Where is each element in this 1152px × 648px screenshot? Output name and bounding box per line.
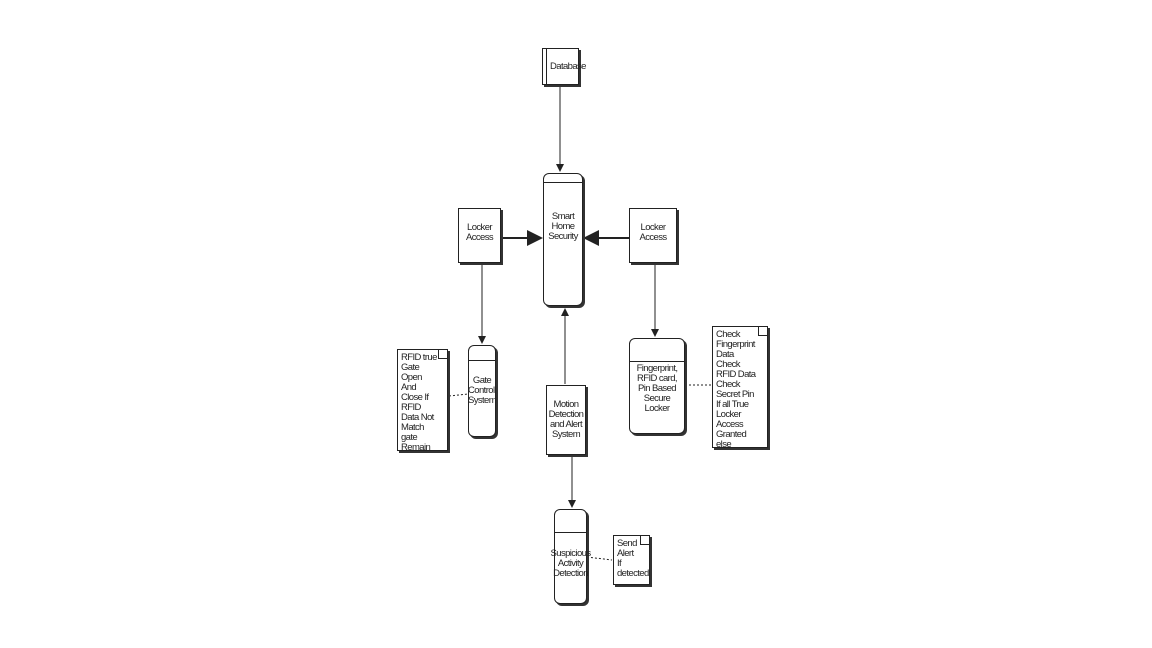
- alert-note: Send Alert If detected: [613, 535, 650, 585]
- suspicious-activity-label: Suspicious Activity Detection: [550, 547, 592, 579]
- motion-detection-label: Motion Detection and Alert System: [548, 399, 584, 440]
- locker-access-left-label: Locker Access: [465, 222, 494, 243]
- smart-home-security-process[interactable]: Smart Home Security: [543, 173, 583, 306]
- database-label: Database: [550, 61, 586, 72]
- locker-access-right-label: Locker Access: [639, 222, 667, 243]
- fingerprint-locker-process[interactable]: Fingerprint, RFID card, Pin Based Secure…: [629, 338, 685, 434]
- locker-note: Check Fingerprint Data Check RFID Data C…: [712, 326, 768, 448]
- gate-note-text: RFID true Gate Open And Close If RFID Da…: [401, 352, 437, 451]
- alert-note-text: Send Alert If detected: [617, 538, 649, 579]
- motion-detection-entity[interactable]: Motion Detection and Alert System: [546, 385, 586, 455]
- locker-access-left-entity[interactable]: Locker Access: [458, 208, 501, 263]
- locker-access-right-entity[interactable]: Locker Access: [629, 208, 677, 263]
- fingerprint-locker-label: Fingerprint, RFID card, Pin Based Secure…: [636, 363, 678, 414]
- gate-control-system-label: Gate Controll System: [467, 375, 497, 406]
- database-store[interactable]: Database: [542, 48, 586, 85]
- locker-note-text: Check Fingerprint Data Check RFID Data C…: [716, 329, 756, 448]
- gate-note: RFID true Gate Open And Close If RFID Da…: [397, 349, 448, 451]
- suspicious-activity-process[interactable]: Suspicious Activity Detection: [551, 509, 591, 604]
- smart-home-security-label: Smart Home Security: [548, 211, 578, 242]
- note-link-alert: [586, 556, 613, 561]
- note-link-gate: [448, 393, 469, 397]
- gate-control-system-process[interactable]: Gate Controll System: [467, 345, 497, 437]
